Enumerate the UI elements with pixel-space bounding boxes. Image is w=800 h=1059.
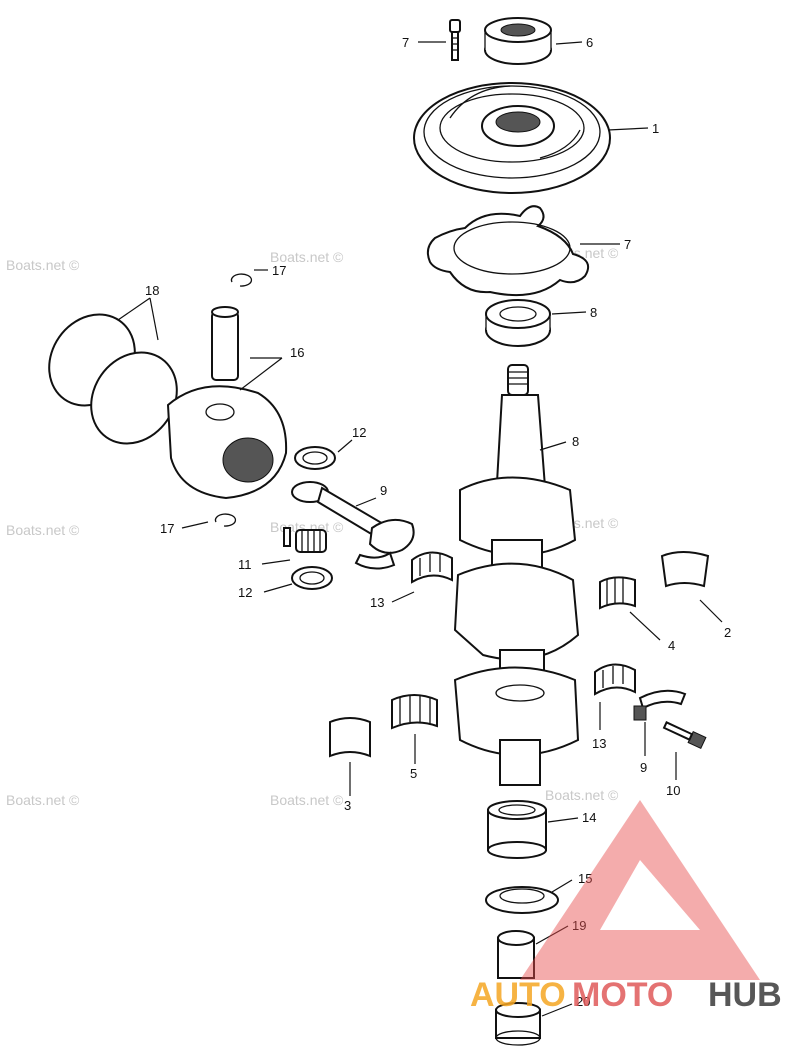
part-12-washers: [291, 446, 336, 590]
part-13-bearing-halves: [411, 551, 636, 696]
callout-1: 1: [652, 121, 659, 136]
logo-triangle-icon: [520, 800, 760, 980]
part-1-housing: [413, 82, 611, 194]
callout-13-right: 13: [592, 736, 606, 751]
part-9-rod-cap: [633, 689, 687, 721]
callout-7-left: 3: [344, 798, 351, 813]
logo-word-auto: AUTO: [470, 976, 566, 1014]
automotohub-logo: AUTO MOTO HUB: [470, 800, 782, 1014]
watermark: Boats.net ©: [6, 257, 80, 273]
part-19-sleeve: [497, 930, 535, 979]
callout-16: 16: [290, 345, 304, 360]
logo-word-moto: MOTO: [572, 976, 673, 1014]
callout-9-cap: 9: [640, 760, 647, 775]
callout-14: 14: [582, 810, 596, 825]
callout-5: 8: [572, 434, 579, 449]
part-5-crankshaft: [453, 364, 580, 786]
part-4-gasket: [426, 205, 589, 297]
callout-13-left: 13: [370, 595, 384, 610]
leader-lines: [117, 41, 723, 1017]
callout-3: 7: [402, 35, 409, 50]
callout-20: 20: [576, 994, 590, 1009]
part-14-bearing: [487, 800, 547, 859]
part-20-bearing: [495, 1002, 541, 1046]
callout-7-right: 2: [724, 625, 731, 640]
callout-10: 10: [666, 783, 680, 798]
watermark: Boats.net ©: [270, 249, 344, 265]
part-10-bolt: [662, 721, 707, 750]
callout-2: 6: [586, 35, 593, 50]
watermark: Boats.net ©: [6, 522, 80, 538]
callout-17-bottom: 17: [160, 521, 174, 536]
callout-12-top: 12: [352, 425, 366, 440]
part-17-clips: [214, 273, 253, 527]
logo-word-hub: HUB: [708, 976, 782, 1014]
part-9-connecting-rod: [291, 481, 415, 570]
callout-9-rod: 9: [380, 483, 387, 498]
callout-8-right: 4: [668, 638, 675, 653]
watermark: Boats.net ©: [545, 787, 619, 803]
callout-19: 19: [572, 918, 586, 933]
callout-18: 18: [145, 283, 159, 298]
part-3-bolt: [449, 19, 461, 61]
part-11-needle-bearing: [283, 527, 327, 553]
callout-17-top: 17: [272, 263, 286, 278]
callout-12-bottom: 12: [238, 585, 252, 600]
callout-labels: 7 6 1 7 8 8 17 18 16 12 9 17 11 12 13 2 …: [145, 35, 731, 1009]
part-6-bearing: [485, 299, 551, 347]
part-16-piston: [166, 306, 288, 500]
part-7-bearing-shells: [329, 551, 710, 758]
callout-6: 8: [590, 305, 597, 320]
watermark: Boats.net ©: [270, 792, 344, 808]
callout-11: 11: [238, 557, 252, 572]
part-8-needle-cages: [391, 576, 636, 730]
callout-8-left: 5: [410, 766, 417, 781]
part-15-seal: [485, 886, 559, 914]
part-18-piston-rings: [48, 313, 178, 445]
callout-15: 15: [578, 871, 592, 886]
callout-4: 7: [624, 237, 631, 252]
part-2-seal: [484, 17, 552, 65]
watermark: Boats.net ©: [6, 792, 80, 808]
